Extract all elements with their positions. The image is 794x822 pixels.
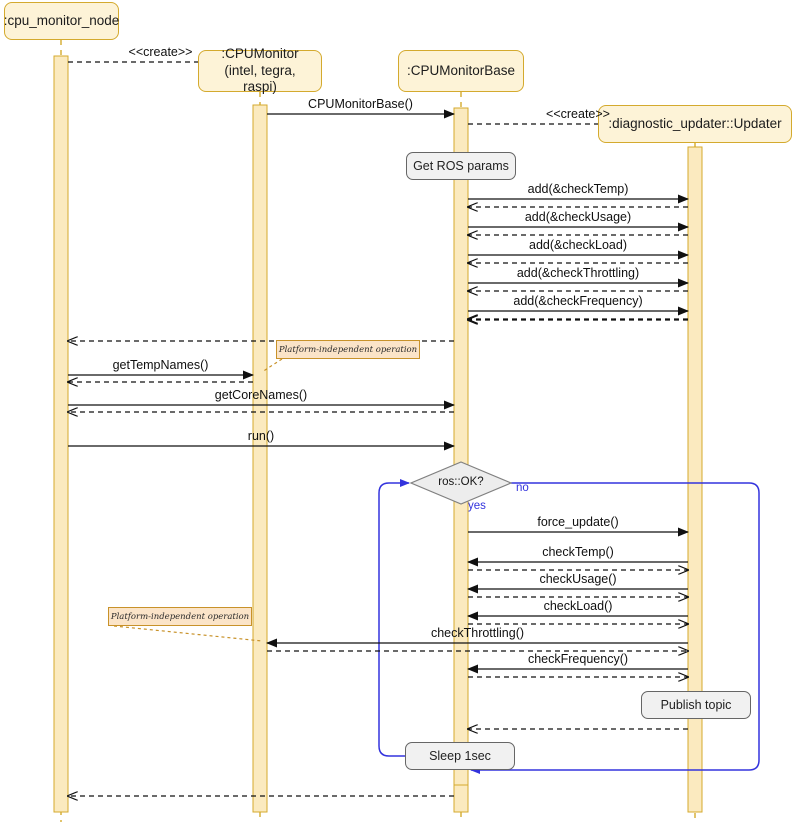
participant-box-monitor[interactable]: :CPUMonitor (intel, tegra, raspi) <box>198 46 322 94</box>
action-box[interactable]: Publish topic <box>641 691 751 719</box>
activation-bar-node <box>53 55 69 813</box>
message-label: checkFrequency() <box>527 652 629 666</box>
action-box[interactable]: Sleep 1sec <box>405 742 515 770</box>
activation-bar-base <box>453 784 469 813</box>
note-box: Platform-independent operation <box>276 340 420 359</box>
participant-box-node[interactable]: :cpu_monitor_node <box>4 2 119 40</box>
message-label: checkLoad() <box>543 599 613 613</box>
loop-back-edge <box>378 479 410 757</box>
message-label: add(&checkFrequency) <box>513 294 643 308</box>
message-label: checkUsage() <box>539 572 617 586</box>
message-label: add(&checkTemp) <box>527 182 629 196</box>
message-label: <<create>> <box>128 45 193 59</box>
decision-branch-label-yes: yes <box>468 500 486 512</box>
message-label: add(&checkUsage) <box>524 210 632 224</box>
message-label: <<create>> <box>546 107 610 121</box>
decision-diamond <box>409 461 513 505</box>
action-box[interactable]: Get ROS params <box>406 152 516 180</box>
participant-box-updater[interactable]: :diagnostic_updater::Updater <box>598 105 792 143</box>
message-label: getCoreNames() <box>214 388 308 402</box>
message-label: run() <box>247 429 275 443</box>
note-anchor-line <box>113 625 263 642</box>
message-label: CPUMonitorBase() <box>308 97 413 111</box>
message-label: checkThrottling() <box>430 626 525 640</box>
activation-bar-monitor <box>252 104 268 813</box>
message-label: getTempNames() <box>112 358 209 372</box>
message-label: add(&checkThrottling) <box>516 266 640 280</box>
note-anchor-line <box>261 358 283 373</box>
message-label: checkTemp() <box>542 545 614 559</box>
activation-bar-base <box>453 107 469 786</box>
participant-box-base[interactable]: :CPUMonitorBase <box>398 50 524 92</box>
decision-label: ros::OK? <box>438 476 484 488</box>
message-label: force_update() <box>537 515 619 529</box>
decision-branch-label-no: no <box>516 482 529 494</box>
message-label: add(&checkLoad) <box>529 238 627 252</box>
loop-no-branch <box>470 482 760 774</box>
note-box: Platform-independent operation <box>108 607 252 626</box>
activation-bar-updater <box>687 146 703 813</box>
